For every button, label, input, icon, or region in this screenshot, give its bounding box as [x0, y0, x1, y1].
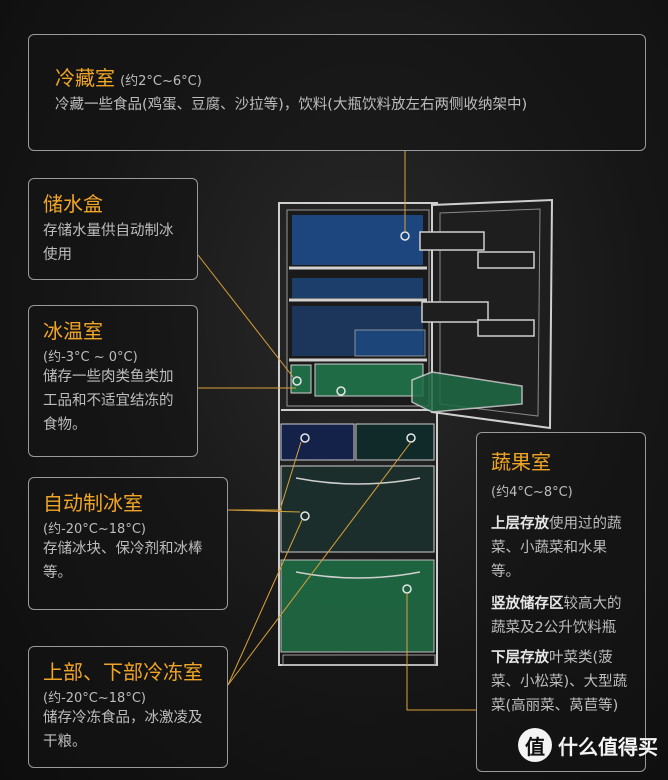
chill-drawer-divider [354, 329, 426, 357]
door-pocket-1 [419, 231, 485, 251]
fridge-zone-middle [292, 278, 423, 298]
water-tank-title: 储水盒 [43, 192, 103, 216]
veg-drawer [280, 559, 435, 653]
fridge-base [282, 654, 436, 666]
chill-room-range: (约-3°C ~ 0°C) [43, 350, 138, 365]
watermark: 值 什么值得买 [518, 728, 658, 762]
veg-vertical-text: 较高大的蔬菜及2公升饮料瓶 [491, 596, 622, 636]
upper-freezer-small [355, 423, 435, 461]
smzdm-logo-icon: 值 [518, 728, 552, 762]
ice-room-title: 自动制冰室 [43, 491, 143, 515]
door-pocket-3 [421, 301, 489, 323]
water-tank-card: 储水盒 存储水量供自动制冰使用 [28, 178, 198, 280]
veg-room-title: 蔬果室 [491, 450, 551, 474]
fridge-room-desc: 冷藏一些食品(鸡蛋、豆腐、沙拉等)，饮料(大瓶饮料放左右两侧收纳架中) [55, 97, 528, 113]
ice-room-desc: 存储冰块、保冷剂和冰棒等。 [43, 541, 203, 581]
fridge-zone-upper [292, 215, 423, 265]
freezer-handle [295, 477, 421, 485]
chill-room-title: 冰温室 [43, 319, 103, 343]
ice-room-card: 自动制冰室 (约-20°C~18°C) 存储冰块、保冷剂和冰棒等。 [28, 477, 228, 610]
ice-room [280, 423, 355, 461]
leader-lines [197, 151, 476, 711]
veg-room-range: (约4°C~8°C) [491, 485, 573, 500]
fridge-room-title: 冷藏室 [55, 66, 115, 90]
veg-handle [295, 571, 421, 579]
veg-room-card: 蔬果室 (约4°C~8°C) 上层存放使用过的蔬菜、小蔬菜和水果等。 竖放储存区… [476, 432, 646, 772]
door-pocket-4 [477, 319, 535, 337]
fridge-room-card: 冷藏室 (约2°C~6°C) 冷藏一些食品(鸡蛋、豆腐、沙拉等)，饮料(大瓶饮料… [28, 34, 646, 151]
door-inner [439, 208, 541, 417]
watermark-text: 什么值得买 [558, 734, 658, 759]
fridge-room-range: (约2°C~6°C) [120, 74, 202, 89]
door-pocket-2 [477, 251, 535, 269]
veg-upper-strong: 上层存放 [491, 516, 549, 532]
veg-upper-desc: 上层存放使用过的蔬菜、小蔬菜和水果等。 [491, 512, 631, 584]
veg-lower-text: 叶菜类(菠菜、小松菜)、大型蔬菜(高丽菜、莴苣等) [491, 650, 628, 714]
chill-room-card: 冰温室 (约-3°C ~ 0°C) 储存一些肉类鱼类加工品和不适宜结冻的食物。 [28, 305, 198, 457]
freezer-desc: 储存冷冻食品，冰激凌及干粮。 [43, 710, 203, 750]
veg-vertical-desc: 竖放储存区较高大的蔬菜及2公升饮料瓶 [491, 592, 631, 640]
freezer-range: (约-20°C~18°C) [43, 691, 146, 706]
freezer-title: 上部、下部冷冻室 [43, 660, 203, 684]
veg-upper-text: 使用过的蔬菜、小蔬菜和水果等。 [491, 516, 622, 580]
ice-room-range: (约-20°C~18°C) [43, 522, 146, 537]
veg-lower-desc: 下层存放叶菜类(菠菜、小松菜)、大型蔬菜(高丽菜、莴苣等) [491, 646, 631, 718]
chill-room [314, 363, 424, 397]
chill-room-desc: 储存一些肉类鱼类加工品和不适宜结冻的食物。 [43, 369, 174, 433]
veg-lower-strong: 下层存放 [491, 650, 549, 666]
water-tank-desc: 存储水量供自动制冰使用 [43, 223, 174, 263]
freezer-card: 上部、下部冷冻室 (约-20°C~18°C) 储存冷冻食品，冰激凌及干粮。 [28, 646, 228, 768]
veg-vertical-strong: 竖放储存区 [491, 596, 564, 612]
door-pocket-5 [411, 371, 523, 413]
